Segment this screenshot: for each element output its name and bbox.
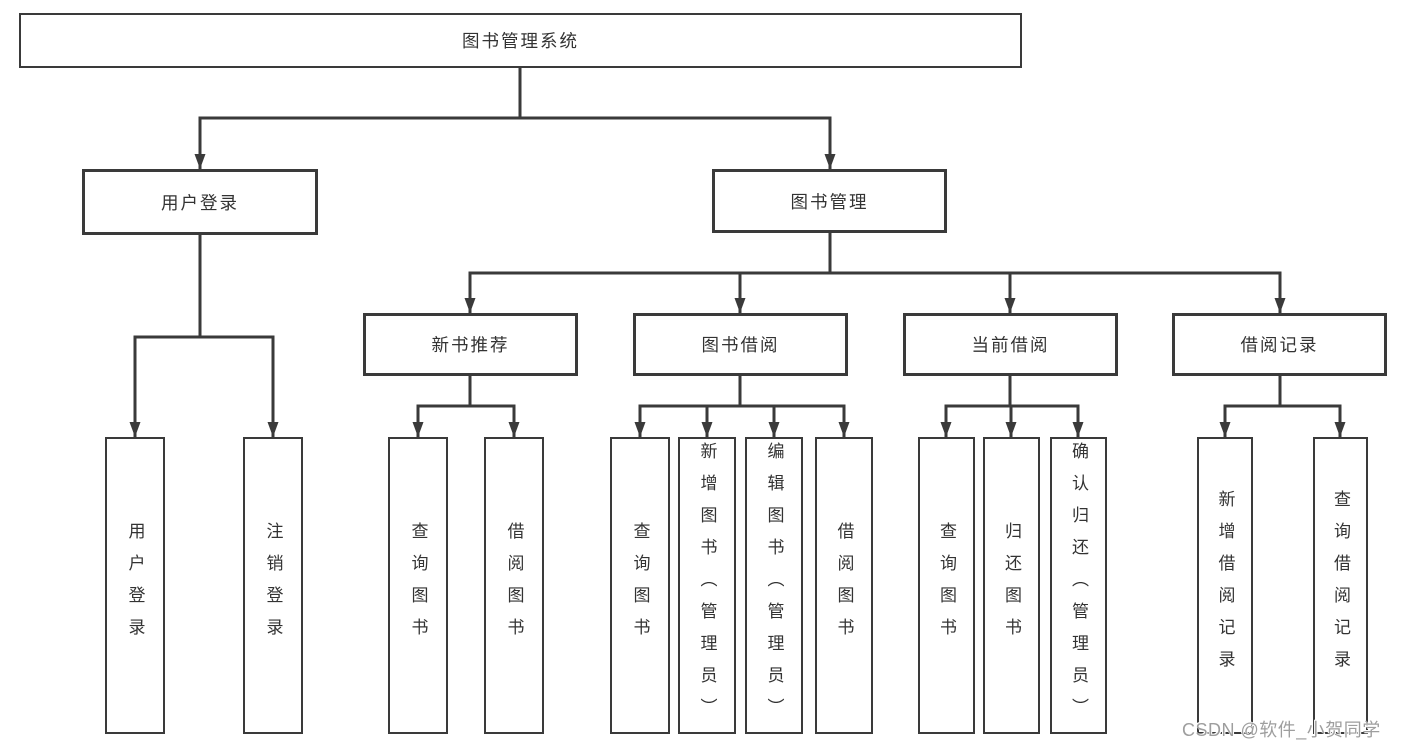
connector-book-borrow <box>638 374 846 438</box>
leaf-confirm-return-admin: 确认归还（管理员） <box>1050 437 1107 734</box>
node-user-login: 用户登录 <box>82 169 318 235</box>
node-label: 当前借阅 <box>971 335 1050 355</box>
arrow-down-icon <box>768 422 780 437</box>
node-book-borrowing: 图书借阅 <box>633 313 848 376</box>
node-root-system: 图书管理系统 <box>19 13 1022 68</box>
connector-current-borrow <box>944 374 1080 438</box>
arrow-down-icon <box>1072 422 1084 437</box>
arrow-down-icon <box>1004 298 1016 313</box>
arrow-down-icon <box>824 154 836 169</box>
leaf-label: 注销登录 <box>263 521 283 650</box>
leaf-label: 查询图书 <box>408 521 428 650</box>
leaf-label: 查询图书 <box>937 521 956 650</box>
leaf-label: 新增借阅记录 <box>1215 489 1235 682</box>
arrow-down-icon <box>267 422 279 437</box>
leaf-label: 归还图书 <box>1002 521 1021 650</box>
leaf-add-borrow-record: 新增借阅记录 <box>1197 437 1253 734</box>
leaf-label: 借阅图书 <box>504 521 524 650</box>
arrow-down-icon <box>701 422 713 437</box>
leaf-edit-books-admin: 编辑图书（管理员） <box>745 437 803 734</box>
arrow-down-icon <box>508 422 520 437</box>
leaf-user-login: 用户登录 <box>105 437 165 734</box>
arrow-down-icon <box>464 298 476 313</box>
node-label: 图书管理 <box>790 191 869 212</box>
node-label: 新书推荐 <box>431 335 510 355</box>
node-label: 图书管理系统 <box>462 31 579 51</box>
node-label: 用户登录 <box>161 192 239 213</box>
leaf-logout: 注销登录 <box>243 437 303 734</box>
arrowheads <box>129 154 1346 437</box>
leaf-label: 确认归还（管理员） <box>1069 441 1088 730</box>
connector-new-books <box>416 374 516 438</box>
leaf-label: 新增图书（管理员） <box>697 441 717 730</box>
arrow-down-icon <box>1274 298 1286 313</box>
leaf-borrow-books-recommend: 借阅图书 <box>484 437 544 734</box>
arrow-down-icon <box>129 422 141 437</box>
connector-root <box>198 66 832 170</box>
arrow-down-icon <box>634 422 646 437</box>
leaf-label: 编辑图书（管理员） <box>764 441 784 730</box>
arrow-down-icon <box>1005 422 1017 437</box>
arrow-down-icon <box>194 154 206 169</box>
node-borrowing-records: 借阅记录 <box>1172 313 1387 376</box>
connector-user-login <box>133 233 275 438</box>
leaf-query-books-current: 查询图书 <box>918 437 975 734</box>
node-new-book-recommend: 新书推荐 <box>363 313 578 376</box>
arrow-down-icon <box>838 422 850 437</box>
node-label: 借阅记录 <box>1240 335 1319 355</box>
connector-book-mgmt <box>468 231 1282 314</box>
csdn-watermark: CSDN @软件_小贺同学 <box>1182 720 1381 740</box>
leaf-label: 查询借阅记录 <box>1331 489 1350 682</box>
arrow-down-icon <box>412 422 424 437</box>
node-book-management: 图书管理 <box>712 169 947 233</box>
leaf-query-books-recommend: 查询图书 <box>388 437 448 734</box>
leaf-label: 借阅图书 <box>834 521 854 650</box>
node-current-borrowing: 当前借阅 <box>903 313 1118 376</box>
arrow-down-icon <box>734 298 746 313</box>
leaf-add-books-admin: 新增图书（管理员） <box>678 437 736 734</box>
leaf-borrow-books: 借阅图书 <box>815 437 873 734</box>
leaf-label: 用户登录 <box>125 521 145 650</box>
arrow-down-icon <box>1219 422 1231 437</box>
leaf-query-books-borrow: 查询图书 <box>610 437 670 734</box>
leaf-query-borrow-record: 查询借阅记录 <box>1313 437 1368 734</box>
arrow-down-icon <box>1334 422 1346 437</box>
arrow-down-icon <box>940 422 952 437</box>
connector-borrow-records <box>1223 374 1342 438</box>
leaf-return-books: 归还图书 <box>983 437 1040 734</box>
node-label: 图书借阅 <box>701 335 780 355</box>
leaf-label: 查询图书 <box>630 521 650 650</box>
